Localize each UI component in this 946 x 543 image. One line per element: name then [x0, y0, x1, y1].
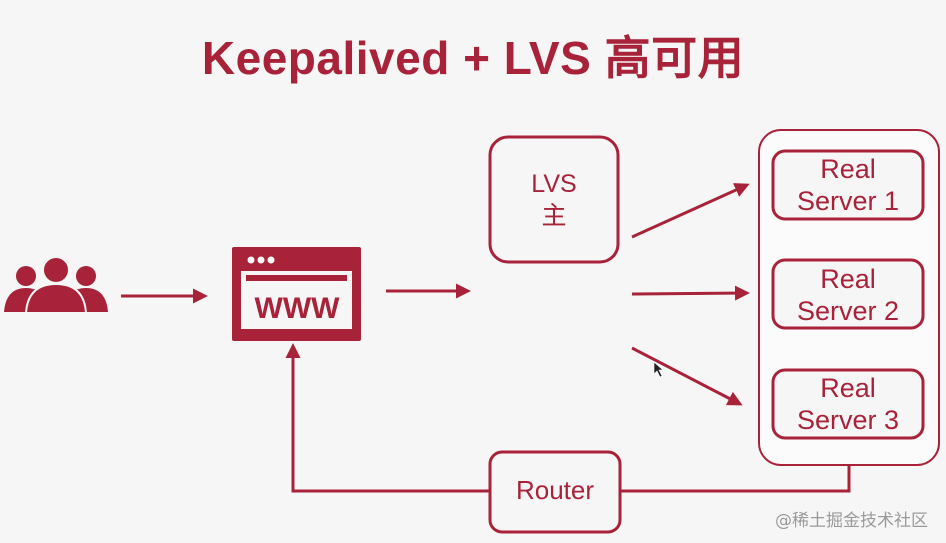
arrow-router-to-www	[285, 343, 490, 493]
router-box	[488, 450, 622, 534]
real-server-3-box	[771, 368, 925, 440]
lvs-label: LVS 主	[490, 168, 618, 232]
arrow-lvs-to-rs2	[631, 285, 750, 301]
real-server-2-line1: Real	[820, 264, 876, 294]
real-server-3-label: Real Server 3	[773, 372, 923, 436]
real-server-3-line1: Real	[820, 373, 876, 403]
return-path-to-router	[620, 465, 851, 493]
watermark: @稀土掘金技术社区	[775, 511, 928, 531]
real-server-1-line1: Real	[820, 154, 876, 184]
lvs-label-line1: LVS	[531, 170, 577, 198]
mouse-cursor-icon	[653, 361, 664, 378]
arrow-lvs-to-rs3	[631, 346, 743, 406]
real-server-1-box	[771, 149, 925, 221]
real-server-2-box	[771, 258, 925, 330]
router-label: Router	[515, 475, 595, 505]
page-title: Keepalived + LVS 高可用	[201, 32, 745, 84]
users-icon	[4, 256, 108, 314]
lvs-label-line2: 主	[541, 202, 567, 230]
lvs-box	[488, 135, 620, 264]
real-server-2-line2: Server 2	[796, 296, 900, 326]
arrow-lvs-to-rs1	[631, 183, 750, 239]
real-server-1-label: Real Server 1	[773, 153, 923, 217]
www-label: WWW	[255, 292, 341, 325]
browser-icon: WWW	[232, 247, 361, 341]
real-server-2-label: Real Server 2	[773, 263, 923, 327]
real-server-1-line2: Server 1	[796, 186, 900, 216]
real-server-3-line2: Server 3	[796, 405, 900, 435]
